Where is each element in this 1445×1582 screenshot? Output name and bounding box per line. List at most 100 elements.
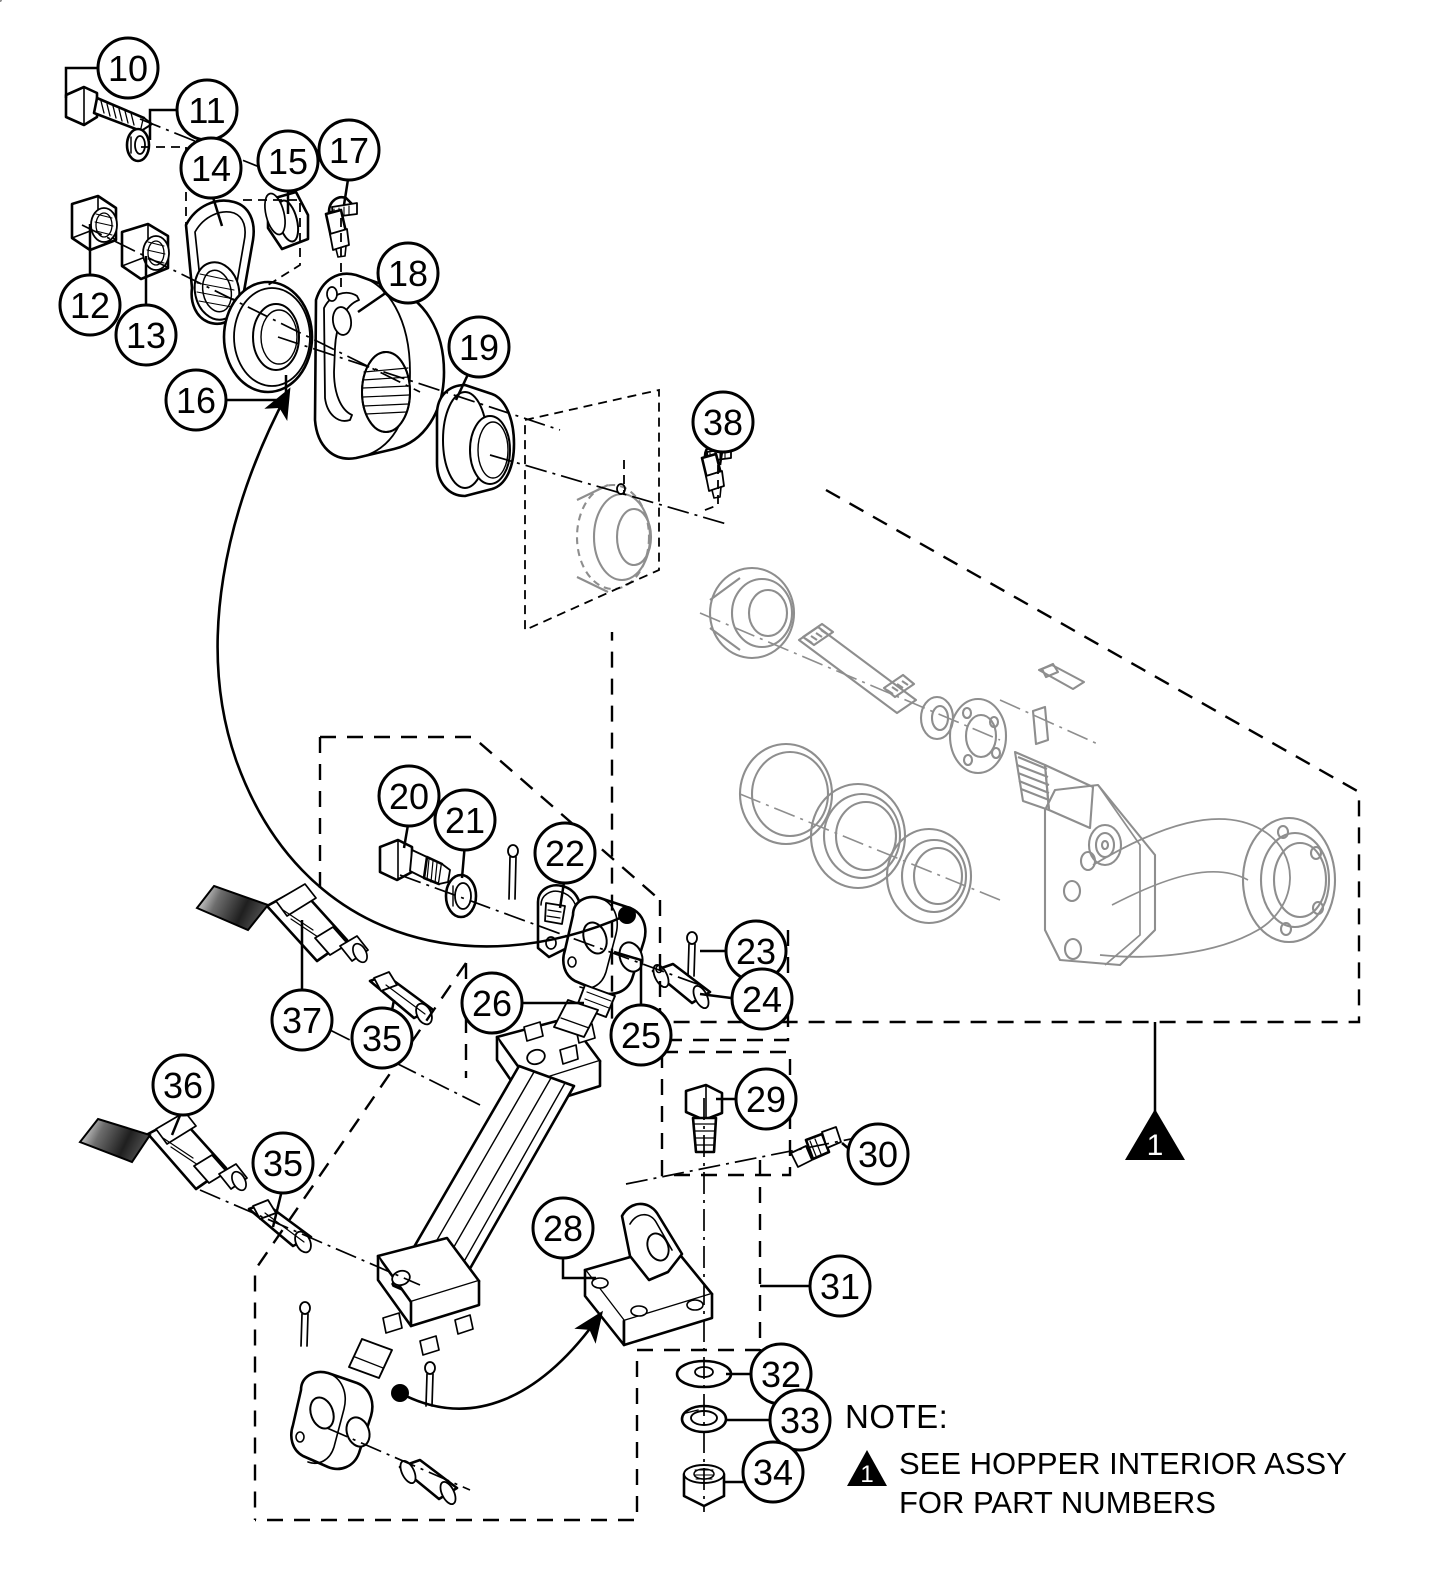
callout-12-hex-nut[interactable]: 12 (58, 273, 122, 337)
hose-tails (78, 884, 270, 1164)
callout-label: 31 (820, 1266, 860, 1307)
callout-35-straight-fitting[interactable]: 35 (251, 1131, 315, 1195)
centerlines-reference (699, 612, 1101, 901)
part-hex-nut-13 (120, 222, 170, 281)
callout-21-flat-washer[interactable]: 21 (433, 788, 497, 852)
callout-10-hex-head-bolt[interactable]: 10 (96, 36, 160, 100)
callout-label: 35 (263, 1143, 303, 1184)
callout-18-splined-hub-yoke[interactable]: 18 (376, 241, 440, 305)
callout-20-shoulder-bolt[interactable]: 20 (377, 764, 441, 828)
callout-circle (58, 273, 122, 337)
callout-30-hydraulic-fitting[interactable]: 30 (846, 1122, 910, 1186)
callout-29-hex-bolt[interactable]: 29 (734, 1067, 798, 1131)
callout-triangle-shape (1125, 1109, 1185, 1160)
callout-circle (808, 1254, 872, 1318)
callout-circle (531, 1196, 595, 1260)
part-hydraulic-cylinder-26 (348, 999, 602, 1379)
note-block: NOTE: 1 SEE HOPPER INTERIOR ASSY FOR PAR… (845, 1398, 1405, 1523)
part-clevis-pin-24 (651, 962, 712, 1010)
part-splined-hub-yoke-18 (313, 272, 446, 460)
callout-22-link-plate[interactable]: 22 (533, 821, 597, 885)
callout-circle (350, 1006, 414, 1070)
callout-circle (447, 315, 511, 379)
callout-label: 19 (459, 327, 499, 368)
callout-circle (691, 390, 755, 454)
callout-23-cotter-pin[interactable]: 23 (724, 919, 788, 983)
callout-11-lock-washer[interactable]: 11 (175, 78, 239, 142)
callout-label: 36 (163, 1065, 203, 1106)
callout-circle (609, 1003, 673, 1067)
callout-circle (256, 129, 320, 193)
note-marker-number: 1 (860, 1461, 873, 1488)
note-line-2: FOR PART NUMBERS (899, 1484, 1216, 1520)
callout-label: 22 (545, 833, 585, 874)
callout-31-mount-hardware-group[interactable]: 31 (808, 1254, 872, 1318)
callout-circle (179, 136, 243, 200)
callout-label: 28 (543, 1208, 583, 1249)
callout-28-cylinder-mount-bracket[interactable]: 28 (531, 1196, 595, 1260)
callout-circle (741, 1440, 805, 1504)
callout-15-spacer-sleeve[interactable]: 15 (256, 129, 320, 193)
callout-circle (164, 368, 228, 432)
part-mount-bracket-28 (583, 1202, 714, 1347)
callout-label: 21 (445, 800, 485, 841)
note-heading: NOTE: (845, 1398, 949, 1435)
callout-circle (730, 967, 794, 1031)
callout-1-hopper-interior-assy-reference[interactable]: 1 (1125, 1109, 1185, 1162)
callout-circle (768, 1388, 832, 1452)
callout-label: 23 (736, 931, 776, 972)
callout-label: 10 (108, 48, 148, 89)
callout-37-hydraulic-hose[interactable]: 37 (270, 988, 334, 1052)
callout-label: 29 (746, 1079, 786, 1120)
part-bearing-cup-19 (435, 383, 516, 498)
callout-circle (151, 1053, 215, 1117)
note-line-1: SEE HOPPER INTERIOR ASSY (899, 1446, 1347, 1481)
part-spacer-sleeve-15 (264, 190, 310, 251)
callout-circle (846, 1122, 910, 1186)
callout-34-hex-nut[interactable]: 34 (741, 1440, 805, 1504)
callout-33-lock-washer[interactable]: 33 (768, 1388, 832, 1452)
callout-label: 12 (70, 285, 110, 326)
callout-circle (533, 821, 597, 885)
callout-24-clevis-pin[interactable]: 24 (730, 967, 794, 1031)
callout-16-bearing-race[interactable]: 16 (164, 368, 228, 432)
assembly-arrows (216, 387, 636, 1410)
callout-38-grease-fitting-elbow[interactable]: 38 (691, 390, 755, 454)
part-hydraulic-hose-37 (265, 883, 369, 964)
callout-13-hex-nut[interactable]: 13 (114, 303, 178, 367)
callout-label: 38 (703, 402, 743, 443)
callout-circle (376, 241, 440, 305)
callout-label: 14 (191, 148, 231, 189)
callout-circle (317, 118, 381, 182)
note-triangle-marker: 1 (845, 1448, 889, 1488)
callout-label: 37 (282, 1000, 322, 1041)
part-lock-washer-11 (125, 127, 151, 163)
callout-17-grease-fitting-elbow[interactable]: 17 (317, 118, 381, 182)
callout-14-yoke-lever-arm[interactable]: 14 (179, 136, 243, 200)
part-cotter-pin-upper (507, 844, 519, 900)
part-cotter-pin-23 (686, 931, 698, 977)
part-hex-nut-12 (70, 194, 118, 252)
callout-19-bearing-cup-seal[interactable]: 19 (447, 315, 511, 379)
callout-35-straight-fitting[interactable]: 35 (350, 1006, 414, 1070)
part-straight-fitting-35-lower (247, 1199, 313, 1254)
part-flat-washer-21 (444, 873, 478, 919)
callout-25-rod-clevis[interactable]: 25 (609, 1003, 673, 1067)
callout-label: 11 (188, 90, 225, 131)
callout-circle (270, 988, 334, 1052)
callout-label: 26 (472, 983, 512, 1024)
callout-36-hydraulic-hose[interactable]: 36 (151, 1053, 215, 1117)
callout-26-cylinder-rod-end[interactable]: 26 (460, 971, 524, 1035)
callout-circle (96, 36, 160, 100)
callout-circle (433, 788, 497, 852)
reference-assembly-hopper-interior (0, 0, 1337, 967)
callout-label: 33 (780, 1400, 820, 1441)
callout-label: 24 (742, 979, 782, 1020)
part-shoulder-bolt-20 (378, 838, 451, 886)
callout-label: 34 (753, 1452, 793, 1493)
callout-label: 35 (362, 1018, 402, 1059)
callout-label: 32 (761, 1354, 801, 1395)
